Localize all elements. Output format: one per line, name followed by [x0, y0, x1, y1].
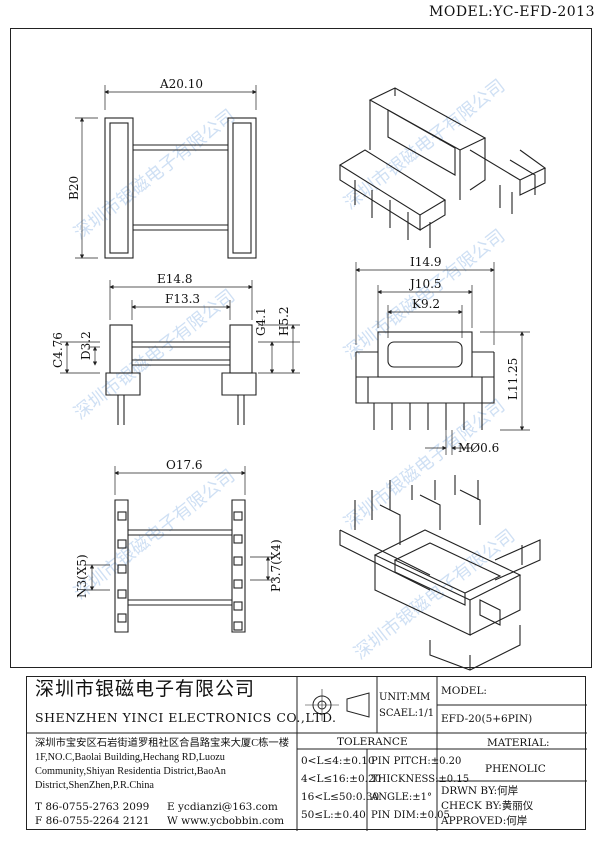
- material-label: MATERIAL:: [487, 737, 550, 749]
- tolerance-1: 0<L≤4:±0.10: [301, 755, 375, 767]
- watermark-4: 深圳市银磁电子有限公司: [340, 225, 509, 363]
- dim-o-label: O17.6: [166, 458, 203, 472]
- view-bottom-left: [85, 466, 275, 633]
- company-name-cn: 深圳市银磁电子有限公司: [35, 678, 256, 700]
- thickness: THICKNESS:±0.15: [371, 774, 470, 785]
- material-value: PHENOLIC: [485, 763, 546, 775]
- unit: UNIT:MM: [379, 692, 431, 703]
- angle: ANGLE:±1°: [371, 792, 433, 803]
- dim-a-label: A20.10: [159, 77, 203, 91]
- dim-n-label: N3(X5): [75, 554, 89, 598]
- drawn-by: DRWN BY:何岸: [441, 785, 519, 797]
- website: W www.ycbobbin.com: [167, 815, 285, 827]
- tolerance-3: 16<L≤50:0.30: [301, 791, 380, 803]
- dim-e-label: E14.8: [157, 272, 192, 286]
- dim-i-label: I14.9: [410, 255, 441, 269]
- technical-drawing: 深圳市银磁电子有限公司 深圳市银磁电子有限公司 深圳市银磁电子有限公司 深圳市银…: [51, 75, 547, 671]
- dim-p-label: P3.7(X4): [269, 539, 283, 592]
- view-iso-top: [338, 87, 547, 248]
- pin-pitch: PIN PITCH:±0.20: [371, 756, 462, 767]
- dim-d-label: D3.2: [79, 331, 93, 360]
- dim-f-label: F13.3: [165, 292, 200, 306]
- scale: SCAEL:1/1: [379, 708, 435, 719]
- dim-m-label: MØ0.6: [458, 441, 499, 455]
- view-front-right: [355, 262, 530, 455]
- dim-j-label: J10.5: [408, 277, 442, 291]
- watermark-6: 深圳市银磁电子有限公司: [340, 395, 509, 533]
- tolerance-title: TOLERANCE: [337, 736, 408, 748]
- telephone: T 86-0755-2763 2099: [35, 801, 150, 813]
- address-en-3: District,ShenZhen,P.R.China: [35, 780, 154, 791]
- model-number-header: MODEL:YC-EFD-2013: [429, 4, 595, 20]
- title-block: 深圳市银磁电子有限公司 SHENZHEN YINCI ELECTRONICS C…: [26, 676, 587, 831]
- company-name-en: SHENZHEN YINCI ELECTRONICS CO.,LTD.: [35, 710, 337, 725]
- view-iso-bottom: [339, 475, 541, 671]
- dim-b-label: B20: [67, 176, 81, 200]
- title-block-grid: [27, 677, 587, 831]
- model-value: EFD-20(5+6PIN): [441, 713, 533, 725]
- watermark-7: 深圳市银磁电子有限公司: [350, 525, 519, 663]
- address-en-2: Community,Shiyan Residentia District,Bao…: [35, 766, 226, 777]
- dim-k-label: K9.2: [412, 297, 440, 311]
- watermark-3: 深圳市银磁电子有限公司: [70, 285, 239, 423]
- view-top-left: [75, 85, 257, 259]
- dim-g-label: G4.1: [254, 307, 268, 336]
- dim-l-label: L11.25: [506, 358, 520, 400]
- watermark-1: 深圳市银磁电子有限公司: [70, 105, 239, 243]
- tolerance-4: 50≤L:±0.40: [301, 809, 366, 821]
- approved-by: APPROVED:何岸: [441, 815, 528, 827]
- dim-h-label: H5.2: [277, 306, 291, 336]
- model-label: MODEL:: [441, 685, 487, 697]
- view-front-left: [60, 280, 300, 425]
- address-en-1: 1F,NO.C,Baolai Building,Hechang RD,Luozu: [35, 752, 225, 763]
- address-cn: 深圳市宝安区石岩街道罗租社区合昌路宝来大厦C栋一楼: [35, 738, 289, 749]
- dimension-labels: A20.10 B20 E14.8 F13.3 G4.1 H5.2 C4.76 D…: [51, 77, 520, 598]
- tolerance-2: 4<L≤16:±0.20: [301, 773, 382, 785]
- drawing-frame: [10, 28, 592, 668]
- watermarks: 深圳市银磁电子有限公司 深圳市银磁电子有限公司 深圳市银磁电子有限公司 深圳市银…: [70, 75, 519, 663]
- fax: F 86-0755-2264 2121: [35, 815, 150, 827]
- dim-c-label: C4.76: [51, 332, 65, 368]
- check-by: CHECK BY:黄丽仪: [441, 800, 534, 812]
- email: E ycdianzi@163.com: [167, 801, 278, 813]
- watermark-2: 深圳市银磁电子有限公司: [340, 75, 509, 213]
- pin-dim: PIN DIM:±0.05: [371, 810, 450, 821]
